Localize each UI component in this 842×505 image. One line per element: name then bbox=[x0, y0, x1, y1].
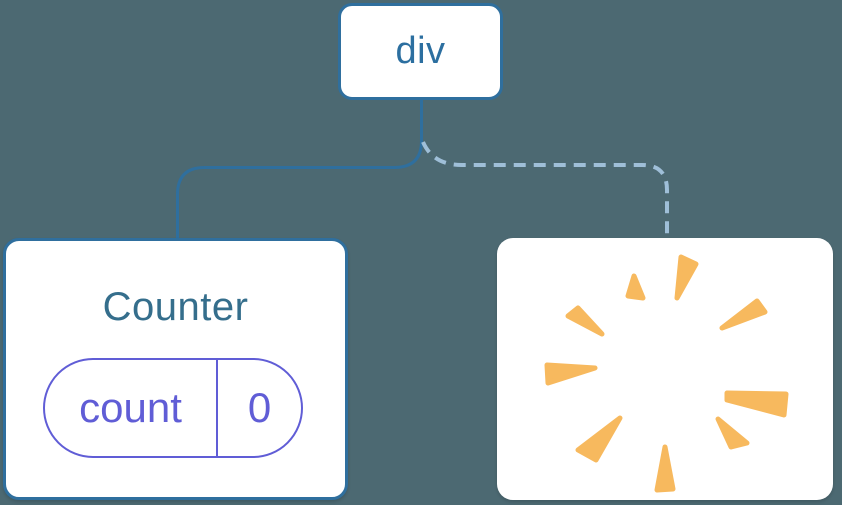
poof-burst-icon bbox=[544, 254, 789, 493]
root-node-label: div bbox=[395, 30, 446, 72]
connector-dashed-line bbox=[421, 141, 669, 239]
counter-title: Counter bbox=[102, 285, 249, 329]
poof-rays bbox=[544, 254, 789, 493]
state-value-label: 0 bbox=[247, 384, 272, 431]
connector-solid-line bbox=[176, 100, 423, 239]
state-value-section: 0 bbox=[218, 360, 301, 456]
state-key-section: count bbox=[45, 360, 218, 456]
removed-component-node bbox=[497, 238, 833, 500]
root-node-div: div bbox=[338, 3, 503, 100]
counter-component-node: Counter count 0 bbox=[3, 238, 348, 500]
state-key-label: count bbox=[79, 384, 182, 431]
state-pill: count 0 bbox=[43, 358, 303, 458]
